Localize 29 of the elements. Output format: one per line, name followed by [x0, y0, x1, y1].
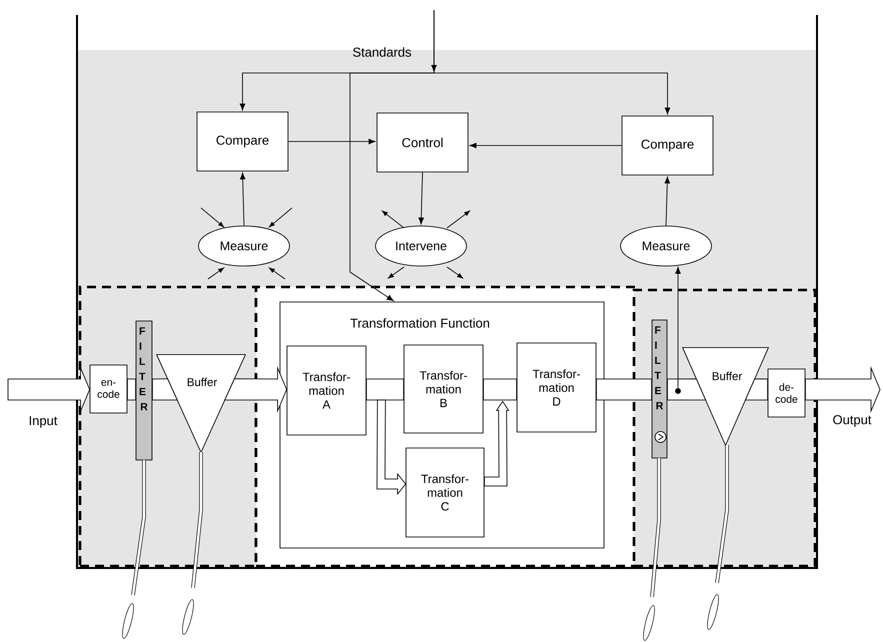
compare-box: Compare	[622, 116, 714, 176]
label-text: Input	[30, 416, 58, 428]
transformation-box: Transfor- mation C	[406, 448, 484, 538]
hollow-arrow	[484, 400, 510, 486]
hollow-arrow	[376, 400, 406, 496]
arrow	[675, 266, 681, 388]
transformation-box: Transfor- mation B	[404, 344, 484, 434]
hollow-arrow	[8, 366, 90, 413]
pipe	[483, 378, 517, 400]
arrow	[240, 172, 246, 226]
filter-bar: FILTER	[652, 320, 668, 458]
label-text: Output	[833, 415, 872, 427]
arrow	[288, 138, 376, 144]
arrow	[350, 10, 434, 302]
arrow	[470, 142, 622, 148]
pipe	[596, 378, 652, 400]
label-text: Standards	[353, 47, 412, 57]
pipe	[127, 378, 136, 400]
filter-bar: FILTER	[136, 320, 152, 460]
arrow	[664, 176, 670, 226]
arrow	[418, 172, 424, 224]
pipe	[152, 378, 178, 400]
hollow-arrow	[224, 366, 288, 413]
control-box: Control	[376, 112, 468, 172]
hollow-arrow	[805, 366, 880, 413]
pipe	[366, 378, 404, 400]
compare-box: Compare	[196, 112, 288, 172]
transformation-box: Transfor- mation D	[516, 342, 596, 432]
transformation-box: Transfor- mation A	[286, 346, 366, 436]
